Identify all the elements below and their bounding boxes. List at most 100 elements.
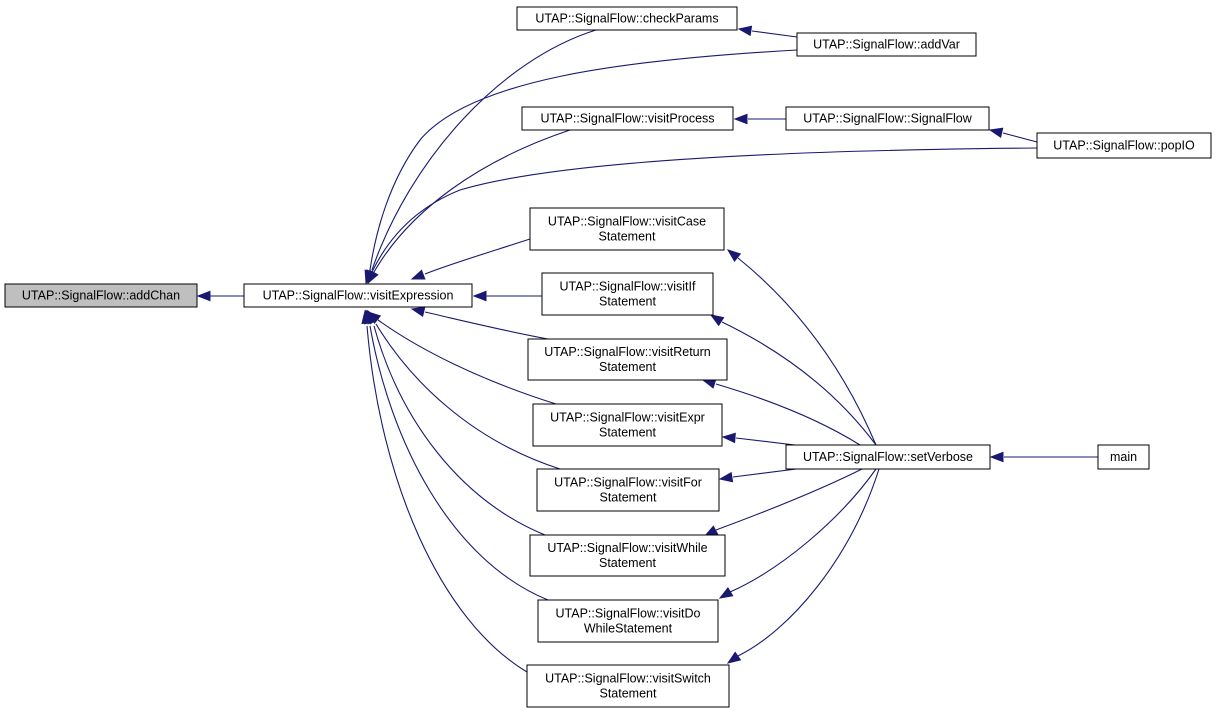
edge-addVar-to-checkParams bbox=[737, 25, 798, 38]
edge-setVerbose-to-visitReturn bbox=[701, 378, 861, 446]
arrowhead bbox=[737, 25, 753, 37]
arrowhead bbox=[718, 471, 734, 483]
edge-setVerbose-to-visitSwitch bbox=[726, 468, 880, 664]
node-box bbox=[529, 207, 725, 251]
node-label: UTAP::SignalFlow::checkParams bbox=[535, 12, 718, 26]
node-box bbox=[1097, 444, 1150, 470]
arrowhead bbox=[196, 290, 211, 302]
edge-visitExpression-to-addChan bbox=[196, 290, 244, 302]
node-box bbox=[796, 32, 977, 57]
arrowhead bbox=[726, 651, 742, 664]
node-label: UTAP::SignalFlow::visitExpr bbox=[550, 411, 705, 425]
node-box bbox=[4, 283, 198, 308]
edge-popIO-to-SignalFlow bbox=[988, 127, 1038, 143]
edge-line bbox=[371, 29, 597, 271]
arrowhead bbox=[726, 249, 742, 262]
edge-line bbox=[375, 323, 561, 470]
edge-setVerbose-to-visitCase bbox=[726, 249, 877, 446]
edge-line bbox=[373, 129, 571, 273]
edge-line bbox=[424, 238, 531, 275]
node-label: UTAP::SignalFlow::visitExpression bbox=[263, 289, 454, 303]
edge-line bbox=[715, 468, 863, 531]
node-box bbox=[537, 599, 719, 643]
arrowhead bbox=[721, 432, 736, 444]
node-label: UTAP::SignalFlow::visitProcess bbox=[540, 112, 714, 126]
node-SignalFlow[interactable]: UTAP::SignalFlow::SignalFlow bbox=[785, 106, 990, 131]
node-label: UTAP::SignalFlow::addChan bbox=[22, 289, 180, 303]
arrowhead bbox=[718, 587, 734, 599]
edge-visitFor-to-visitExpression bbox=[367, 309, 561, 470]
node-label: Statement bbox=[599, 426, 657, 440]
node-label: UTAP::SignalFlow::visitWhile bbox=[547, 541, 707, 555]
node-label: main bbox=[1110, 450, 1137, 464]
arrowhead bbox=[410, 306, 426, 318]
arrowhead bbox=[472, 290, 487, 302]
edge-SignalFlow-to-visitProcess bbox=[733, 113, 786, 125]
node-label: Statement bbox=[600, 491, 658, 505]
node-label: UTAP::SignalFlow::setVerbose bbox=[803, 450, 973, 464]
node-label: Statement bbox=[599, 360, 657, 374]
edge-line bbox=[729, 468, 877, 593]
edge-popIO-to-visitExpression bbox=[365, 147, 1038, 285]
arrowhead bbox=[709, 314, 725, 327]
node-visitExpression[interactable]: UTAP::SignalFlow::visitExpression bbox=[243, 283, 473, 308]
edge-setVerbose-to-visitDoWhile bbox=[718, 468, 877, 599]
node-addVar[interactable]: UTAP::SignalFlow::addVar bbox=[796, 32, 977, 57]
arrowhead bbox=[410, 269, 426, 280]
node-box bbox=[526, 664, 730, 708]
edge-line bbox=[1002, 132, 1038, 143]
edge-main-to-setVerbose bbox=[989, 451, 1098, 463]
edge-visitReturn-to-visitExpression bbox=[410, 306, 549, 340]
node-setVerbose[interactable]: UTAP::SignalFlow::setVerbose bbox=[785, 444, 991, 470]
edge-line bbox=[369, 49, 798, 271]
edges-layer bbox=[196, 25, 1098, 673]
node-label: Statement bbox=[599, 230, 657, 244]
node-label: UTAP::SignalFlow::visitReturn bbox=[544, 345, 711, 359]
edge-line bbox=[737, 257, 877, 446]
node-box bbox=[516, 6, 738, 31]
node-label: Statement bbox=[600, 687, 658, 701]
node-box bbox=[532, 403, 723, 447]
edge-visitWhile-to-visitExpression bbox=[366, 309, 546, 536]
edge-setVerbose-to-visitIf bbox=[709, 314, 877, 446]
node-main[interactable]: main bbox=[1097, 444, 1150, 470]
edge-visitSwitch-to-visitExpression bbox=[361, 309, 528, 673]
edge-line bbox=[371, 147, 1038, 273]
node-box bbox=[1036, 132, 1212, 159]
arrowhead bbox=[361, 309, 372, 325]
node-box bbox=[785, 106, 990, 131]
arrowhead bbox=[365, 269, 377, 285]
arrowhead bbox=[988, 127, 1004, 139]
edge-line bbox=[721, 321, 877, 446]
node-label: UTAP::SignalFlow::visitIf bbox=[560, 280, 696, 294]
node-popIO[interactable]: UTAP::SignalFlow::popIO bbox=[1036, 132, 1212, 159]
node-label: UTAP::SignalFlow::visitDo bbox=[556, 607, 701, 621]
node-box bbox=[527, 338, 728, 381]
node-visitProcess[interactable]: UTAP::SignalFlow::visitProcess bbox=[521, 106, 734, 131]
arrowhead bbox=[733, 113, 748, 125]
edge-line bbox=[715, 383, 861, 446]
node-checkParams[interactable]: UTAP::SignalFlow::checkParams bbox=[516, 6, 738, 31]
edge-visitIf-to-visitExpression bbox=[472, 290, 542, 302]
node-label: UTAP::SignalFlow::visitFor bbox=[554, 476, 702, 490]
node-label: UTAP::SignalFlow::addVar bbox=[813, 38, 960, 52]
node-label: Statement bbox=[599, 295, 657, 309]
node-addChan[interactable]: UTAP::SignalFlow::addChan bbox=[4, 283, 198, 308]
node-label: UTAP::SignalFlow::popIO bbox=[1053, 139, 1195, 153]
node-box bbox=[536, 468, 720, 512]
node-box bbox=[521, 106, 734, 131]
node-box bbox=[529, 534, 726, 577]
node-label: UTAP::SignalFlow::visitCase bbox=[548, 215, 706, 229]
node-label: WhileStatement bbox=[584, 622, 673, 636]
node-label: UTAP::SignalFlow::SignalFlow bbox=[803, 112, 973, 126]
